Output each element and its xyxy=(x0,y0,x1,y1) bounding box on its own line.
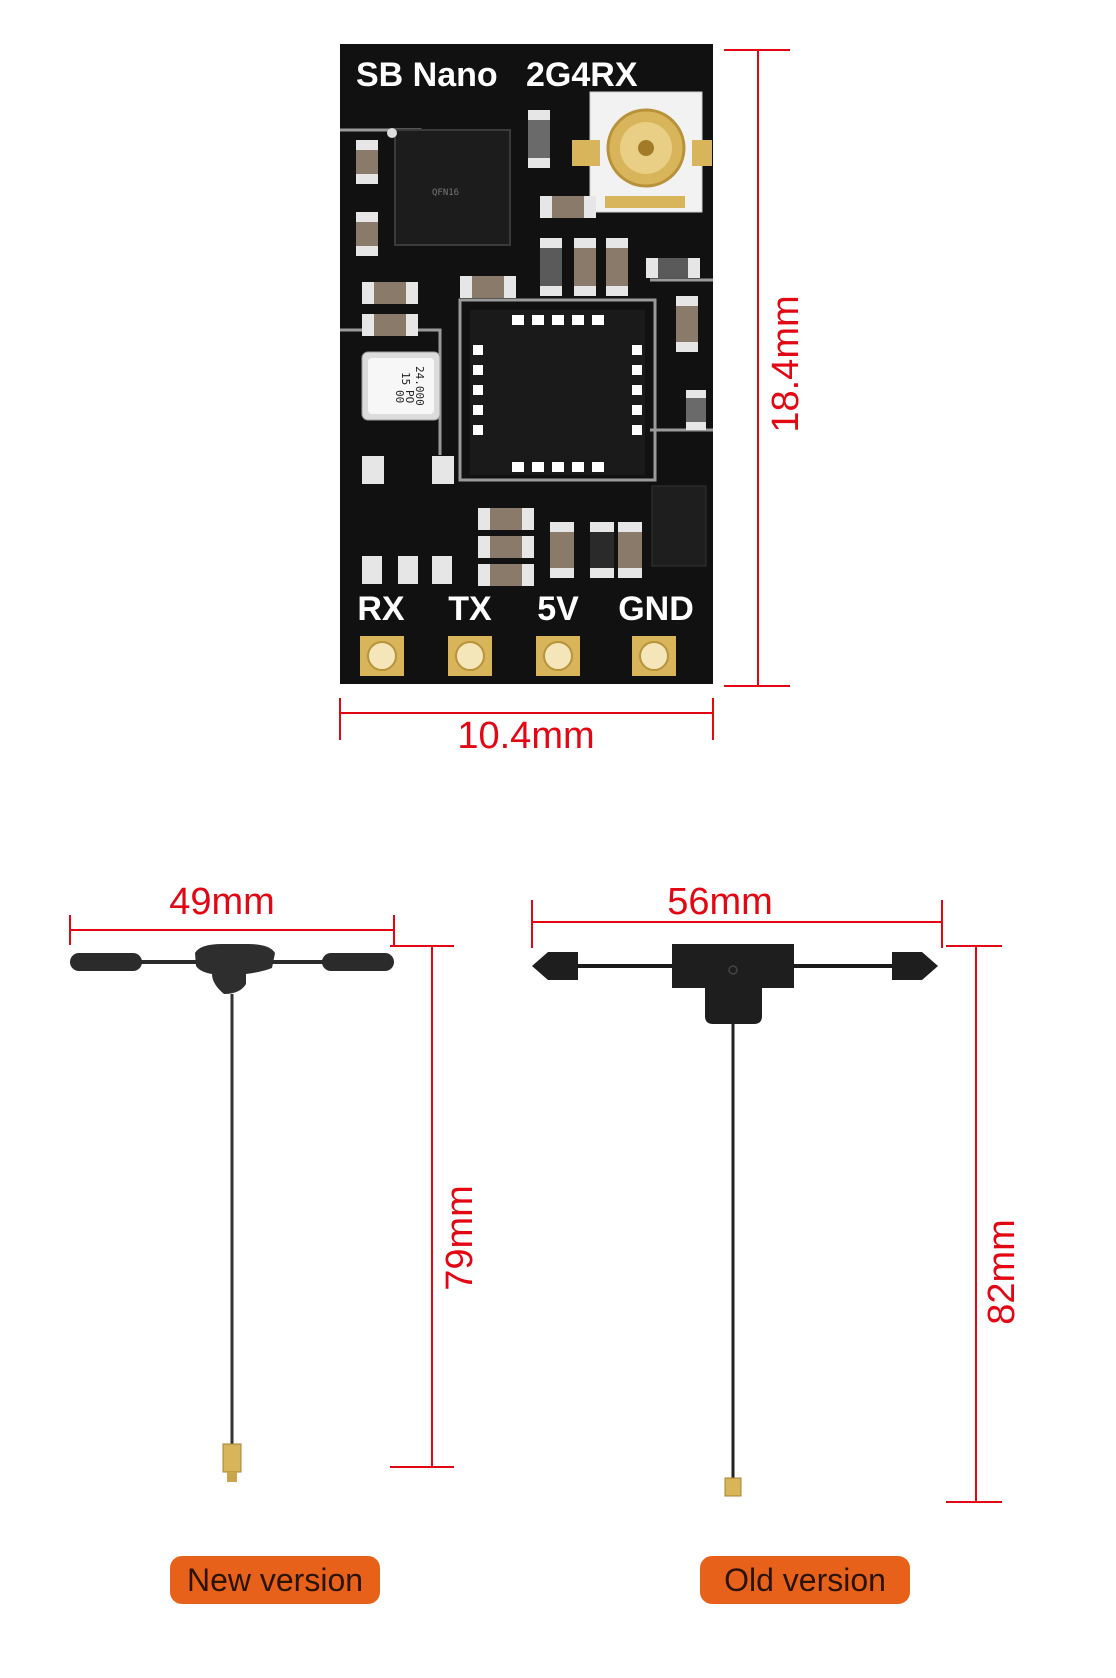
smd-components xyxy=(356,110,707,586)
board-dimension-lines xyxy=(339,49,790,740)
new-height-label: 79mm xyxy=(439,1185,481,1291)
pin-label-gnd: GND xyxy=(618,590,694,628)
board-title-right: 2G4RX xyxy=(526,56,638,94)
board-width-label: 10.4mm xyxy=(457,715,594,757)
receiver-board: SB Nano 2G4RX QFN16 xyxy=(340,44,713,684)
crystal-mark-2: 00 xyxy=(393,390,406,403)
crystal-frequency: 24.000 xyxy=(413,366,426,406)
new-antenna-dimension-lines xyxy=(69,915,454,1468)
new-width-label: 49mm xyxy=(169,881,275,923)
old-version-antenna xyxy=(532,944,938,1497)
board-height-label: 18.4mm xyxy=(765,295,807,432)
mcu-chip xyxy=(470,310,645,475)
rf-chip-label: QFN16 xyxy=(432,188,459,198)
solder-pads xyxy=(360,636,676,676)
old-width-label: 56mm xyxy=(667,881,773,923)
board-title-left: SB Nano xyxy=(356,56,498,94)
crystal-oscillator: 24.000 15 PO 00 xyxy=(361,351,441,421)
new-version-badge: New version xyxy=(170,1556,380,1604)
new-version-antenna xyxy=(70,944,394,1482)
crystal-mark: PO xyxy=(403,390,416,403)
crystal-code: 15 xyxy=(399,372,412,385)
old-height-label: 82mm xyxy=(981,1219,1023,1325)
pin-label-tx: TX xyxy=(448,590,492,628)
pin-label-rx: RX xyxy=(357,590,405,628)
rf-chip xyxy=(394,129,511,246)
pin-label-5v: 5V xyxy=(537,590,579,628)
old-antenna-dimension-lines xyxy=(531,900,1002,1503)
old-version-badge: Old version xyxy=(700,1556,910,1604)
antenna-connector xyxy=(572,91,712,213)
